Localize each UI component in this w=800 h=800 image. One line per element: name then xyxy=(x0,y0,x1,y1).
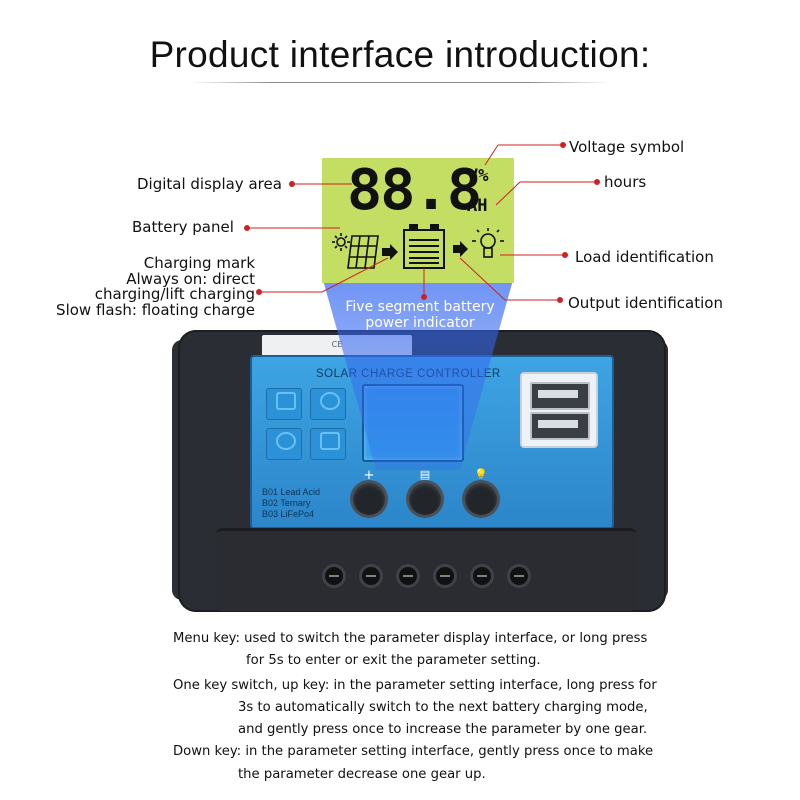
ce-mark: CE xyxy=(331,340,343,349)
battery-type-list: B01 Lead Acid B02 Ternary B03 LiFePo4 xyxy=(262,487,352,520)
down-key-button[interactable] xyxy=(465,483,497,515)
description-line: One key switch, up key: in the parameter… xyxy=(173,678,657,693)
terminal-screw xyxy=(325,567,343,585)
settings-icon xyxy=(310,388,346,420)
description-line: Down key: in the parameter setting inter… xyxy=(173,744,654,759)
mode-icon xyxy=(266,388,302,420)
usb-port[interactable] xyxy=(530,412,590,440)
bulb-icon xyxy=(472,228,504,258)
menu-icon: ▤ xyxy=(419,468,431,481)
terminal-screw xyxy=(436,567,454,585)
bulb-icon: 💡 xyxy=(474,468,488,481)
plus-icon: + xyxy=(363,468,375,483)
hours-label: hours xyxy=(604,173,647,191)
output-arrow-icon xyxy=(453,241,468,257)
usb-port[interactable] xyxy=(530,382,590,410)
terminal-screw xyxy=(473,567,491,585)
output-identification-label: Output identification xyxy=(568,294,723,312)
charging-arrow-icon xyxy=(382,244,398,260)
five-segment-caption: Five segment battery power indicator xyxy=(320,299,520,331)
terminal-screw xyxy=(399,567,417,585)
caption-line: power indicator xyxy=(365,315,475,331)
caption-line: Five segment battery xyxy=(345,299,495,315)
description-line: the parameter decrease one gear up. xyxy=(238,767,486,782)
lcd-unit-top: V% xyxy=(468,166,489,186)
title-divider xyxy=(190,82,610,83)
description-line: Menu key: used to switch the parameter d… xyxy=(173,631,648,646)
up-key-button[interactable] xyxy=(353,483,385,515)
sun-icon xyxy=(332,233,350,251)
lcd-unit-bottom: AH xyxy=(467,196,488,216)
charging-mark-line: Slow flash: floating charge xyxy=(56,300,255,319)
charging-mark-line: Charging mark xyxy=(143,254,255,272)
menu-key-button[interactable] xyxy=(409,483,441,515)
terminal-screw xyxy=(362,567,380,585)
description-line: for 5s to enter or exit the parameter se… xyxy=(246,653,541,668)
solar-panel-icon xyxy=(347,235,379,269)
voltage-symbol-label: Voltage symbol xyxy=(569,138,685,156)
battery-panel-label: Battery panel xyxy=(132,218,234,236)
page-title: Product interface introduction: xyxy=(149,34,651,75)
lcd-digits: 88.8 xyxy=(346,158,482,223)
lock-icon xyxy=(310,428,346,460)
battery-type-item: B03 LiFePo4 xyxy=(262,509,315,519)
charging-mark-line: Always on: direct xyxy=(126,269,255,288)
usb-port-bay xyxy=(520,372,598,448)
terminal-screw xyxy=(510,567,528,585)
digital-display-label: Digital display area xyxy=(137,175,282,193)
description-line: and gently press once to increase the pa… xyxy=(238,722,648,737)
battery-type-item: B02 Ternary xyxy=(262,498,311,508)
terminal-block xyxy=(216,528,636,611)
load-identification-label: Load identification xyxy=(575,248,714,266)
charging-mark-line: charging/lift charging xyxy=(94,285,255,303)
timer-icon xyxy=(266,428,302,460)
battery-type-item: B01 Lead Acid xyxy=(262,487,321,497)
description-line: 3s to automatically switch to the next b… xyxy=(238,700,648,715)
charging-mark-label: Charging mark Always on: direct charging… xyxy=(40,254,255,319)
